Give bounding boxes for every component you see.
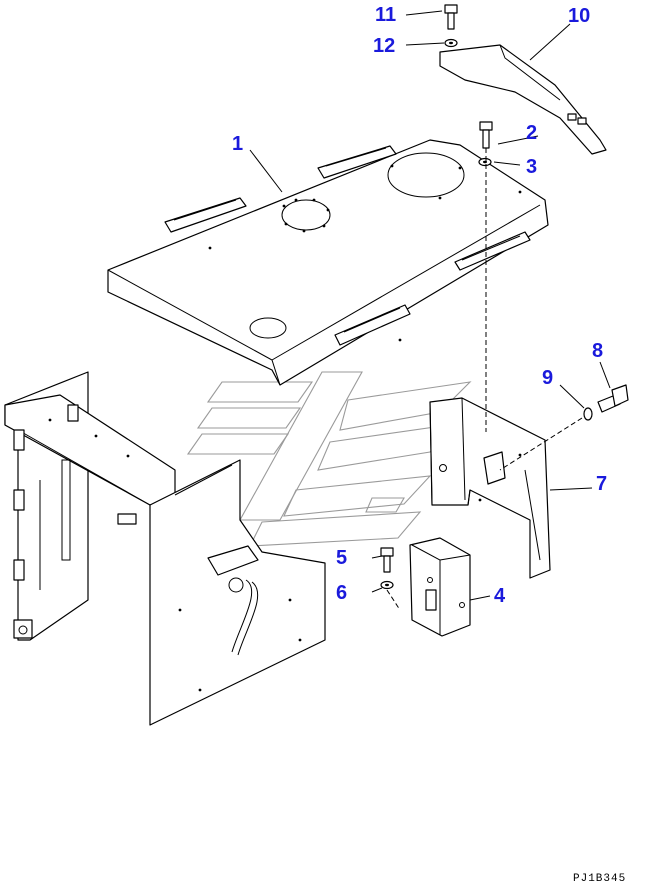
- part-7-side-cover: [429, 397, 551, 579]
- part-4-bracket: [409, 537, 471, 637]
- callout-12: 12: [373, 35, 395, 57]
- leader-lines: [249, 10, 611, 601]
- assembly-line-bolt-8: [499, 417, 583, 471]
- part-12-washer: [444, 38, 458, 48]
- callout-2: 2: [526, 122, 537, 144]
- part-5-bolt: [380, 547, 394, 573]
- part-11-bolt: [444, 4, 458, 30]
- callout-4: 4: [494, 585, 506, 607]
- part-8-bolt: [597, 384, 629, 413]
- part-10-stay: [439, 44, 607, 155]
- part-1-top-cover: [107, 139, 549, 386]
- callout-11: 11: [375, 4, 396, 26]
- assembly-line-bolt-5: [386, 589, 401, 611]
- part-2-bolt: [479, 121, 493, 149]
- main-side-panel: [117, 459, 326, 726]
- side-panel-frame: [4, 371, 176, 641]
- part-6-washer: [380, 580, 394, 590]
- callout-6: 6: [336, 582, 347, 604]
- part-9-washer: [583, 407, 593, 421]
- drawing-code: PJ1B345: [573, 873, 626, 885]
- callout-9: 9: [542, 367, 553, 389]
- callout-10: 10: [568, 5, 590, 27]
- callout-1: 1: [232, 133, 243, 155]
- callout-8: 8: [592, 340, 603, 362]
- part-3-washer: [478, 157, 492, 167]
- callout-3: 3: [526, 156, 537, 178]
- callout-5: 5: [336, 547, 347, 569]
- callout-7: 7: [596, 473, 607, 495]
